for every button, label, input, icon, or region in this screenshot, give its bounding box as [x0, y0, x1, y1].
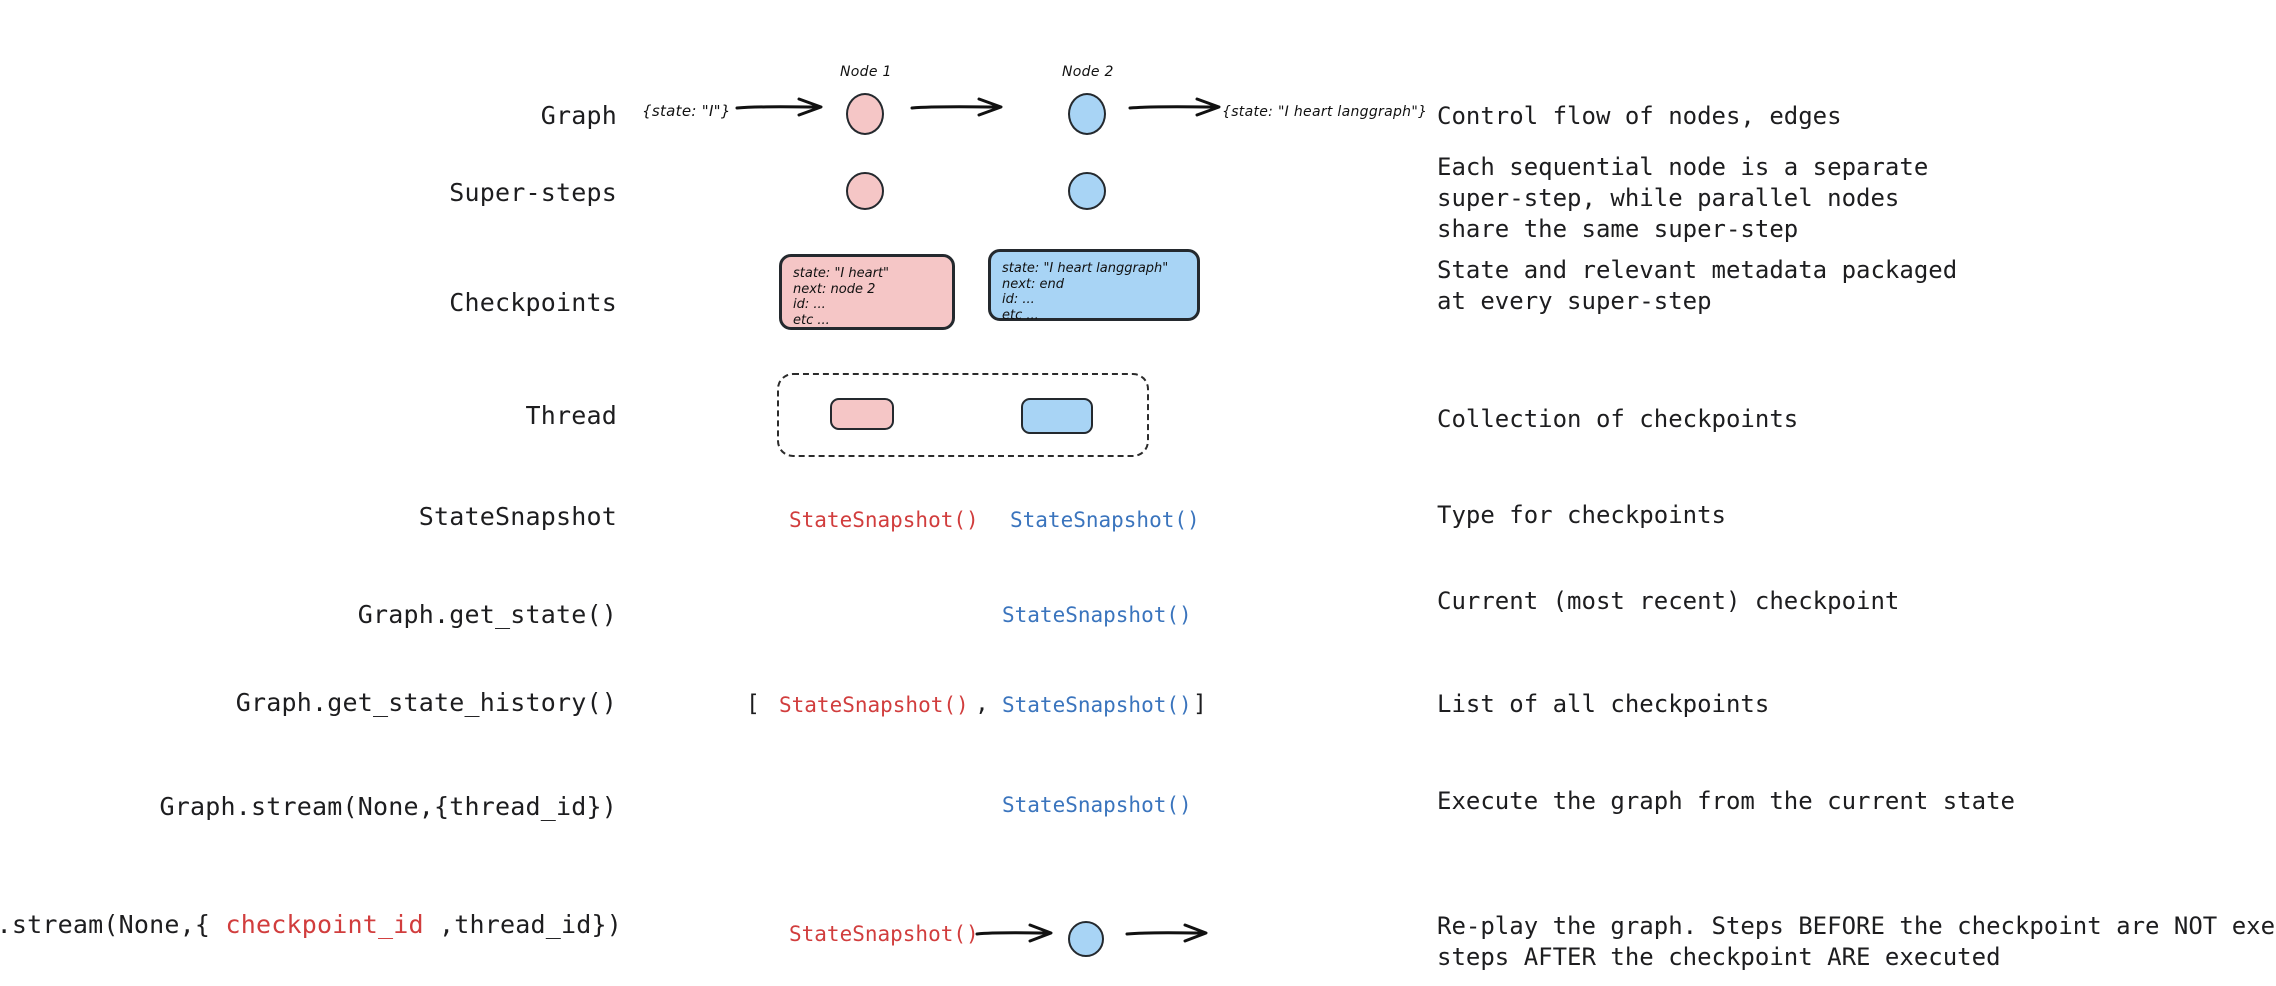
row-label-get-state: Graph.get_state()	[357, 600, 617, 629]
replay-arrow-2	[1125, 922, 1210, 948]
statesnapshot-blue-stream: StateSnapshot()	[1002, 793, 1192, 817]
statesnapshot-blue-get-state: StateSnapshot()	[1002, 603, 1192, 627]
graph-arrow-3	[1128, 96, 1223, 122]
row-label-super-steps: Super-steps	[449, 178, 617, 207]
checkpoint-pink-line-3: id: ...	[793, 297, 826, 312]
checkpoint-blue-line-4: etc ...	[1002, 307, 1039, 323]
history-comma: ,	[975, 691, 989, 717]
checkpoint-card-pink: state: "I heart" next: node 2 id: ... et…	[779, 254, 955, 330]
superstep-node-2	[1068, 172, 1106, 210]
statesnapshot-blue-1: StateSnapshot()	[1010, 508, 1200, 532]
description-super-steps: Each sequential node is a separate super…	[1437, 153, 1929, 243]
replay-node-blue	[1068, 921, 1104, 957]
description-column: Control flow of nodes, edges Each sequen…	[1437, 0, 2276, 986]
description-checkpoints: State and relevant metadata packaged at …	[1437, 256, 1958, 315]
description-get-state-history: List of all checkpoints	[1437, 690, 1770, 718]
stream-label-prefix: Graph.stream(None,{	[0, 910, 211, 939]
description-stream-thread: Execute the graph from the current state	[1437, 787, 2015, 815]
statesnapshot-red-replay: StateSnapshot()	[789, 922, 979, 946]
checkpoint-blue-line-1: state: "I heart langgraph"	[1002, 261, 1169, 276]
row-label-thread: Thread	[525, 401, 617, 430]
row-label-stream-thread: Graph.stream(None,{thread_id})	[159, 792, 617, 821]
row-label-graph: Graph	[540, 101, 617, 130]
graph-output-state-label: {state: "I heart langgraph"}	[1222, 104, 1428, 120]
description-stream-checkpoint: Re-play the graph. Steps BEFORE the chec…	[1437, 912, 2276, 971]
history-close-bracket: ]	[1193, 691, 1207, 717]
checkpoint-card-blue: state: "I heart langgraph" next: end id:…	[988, 249, 1200, 323]
replay-arrow-1	[975, 922, 1055, 948]
checkpoint-blue-line-2: next: end	[1002, 276, 1065, 292]
graph-arrow-2	[910, 96, 1005, 122]
graph-arrow-1	[735, 96, 825, 122]
checkpoint-pink-line-1: state: "I heart"	[793, 266, 890, 281]
graph-input-state-label: {state: "I"}	[642, 102, 731, 120]
description-statesnapshot: Type for checkpoints	[1437, 501, 1726, 529]
thread-checkpoint-blue	[1021, 398, 1093, 434]
statesnapshot-blue-history: StateSnapshot()	[1002, 693, 1192, 717]
description-graph: Control flow of nodes, edges	[1437, 102, 1842, 130]
description-thread: Collection of checkpoints	[1437, 405, 1799, 433]
description-get-state: Current (most recent) checkpoint	[1437, 587, 1900, 615]
row-label-checkpoints: Checkpoints	[449, 288, 617, 317]
row-label-get-state-history: Graph.get_state_history()	[235, 688, 617, 717]
checkpoint-blue-line-3: id: ...	[1002, 292, 1035, 307]
graph-node-2	[1068, 93, 1106, 135]
thread-container	[777, 373, 1149, 457]
superstep-node-1	[846, 172, 884, 210]
statesnapshot-red-history: StateSnapshot()	[779, 693, 969, 717]
checkpoint-id-token: checkpoint_id	[225, 910, 424, 939]
checkpoint-pink-line-2: next: node 2	[793, 281, 876, 297]
row-label-statesnapshot: StateSnapshot	[418, 502, 617, 531]
node2-caption: Node 2	[1062, 64, 1114, 80]
graph-node-1	[846, 93, 884, 135]
checkpoint-pink-line-4: etc ...	[793, 312, 830, 328]
row-label-column: Graph Super-steps Checkpoints Thread Sta…	[0, 0, 622, 986]
history-open-bracket: [	[746, 691, 760, 717]
statesnapshot-red-1: StateSnapshot()	[789, 508, 979, 532]
node1-caption: Node 1	[840, 64, 892, 80]
row-label-stream-checkpoint: Graph.stream(None,{ checkpoint_id ,threa…	[0, 910, 622, 939]
thread-checkpoint-pink	[830, 398, 894, 430]
stream-label-suffix: ,thread_id})	[423, 910, 622, 939]
